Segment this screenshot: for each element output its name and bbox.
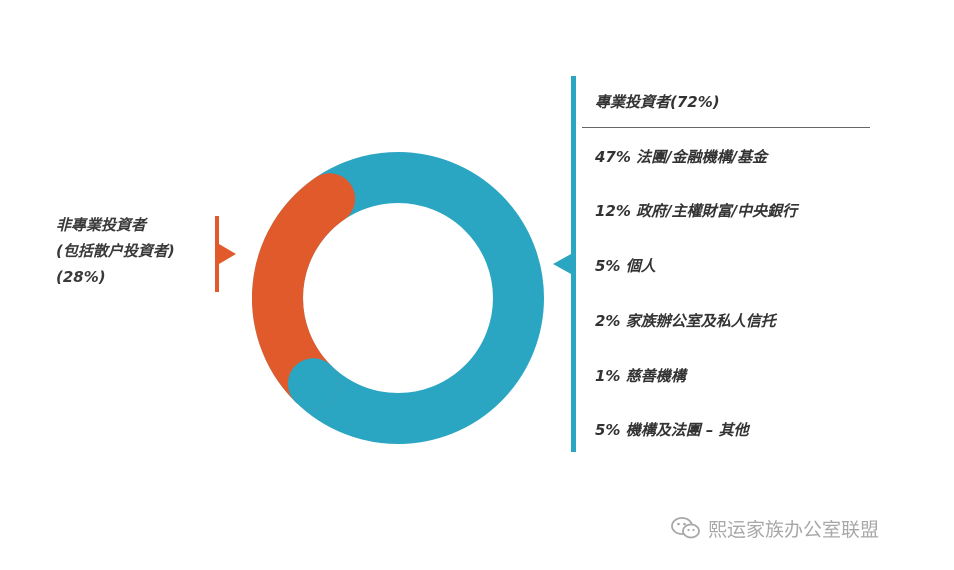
non-professional-line-2: (包括散户投資者) xyxy=(56,242,175,260)
breakdown-item: 47% 法團/金融機構/基金 xyxy=(595,148,768,166)
non-professional-line-1: 非專業投資者 xyxy=(56,216,147,234)
wechat-icon xyxy=(671,517,700,539)
professional-header: 專業投資者(72%) xyxy=(595,93,720,111)
watermark: 熙运家族办公室联盟 xyxy=(670,512,879,544)
donut-slice-professional-cap xyxy=(287,358,339,410)
left-pointer-triangle xyxy=(219,244,236,264)
donut-slice-non-professional xyxy=(252,173,356,410)
breakdown-item: 1% 慈善機構 xyxy=(595,367,686,385)
professional-divider xyxy=(582,127,870,128)
non-professional-line-3: (28%) xyxy=(56,268,106,286)
breakdown-item: 12% 政府/主權財富/中央銀行 xyxy=(595,202,798,220)
right-pointer-triangle xyxy=(553,254,571,274)
right-bracket-bar xyxy=(571,76,576,452)
watermark-text: 熙运家族办公室联盟 xyxy=(708,518,880,541)
breakdown-item: 5% 個人 xyxy=(595,257,656,275)
donut-chart xyxy=(252,152,544,444)
non-professional-label: 非專業投資者 (包括散户投資者) (28%) xyxy=(56,212,226,290)
breakdown-item: 5% 機構及法團 – 其他 xyxy=(595,421,749,439)
breakdown-item: 2% 家族辦公室及私人信托 xyxy=(595,312,776,330)
left-bracket-bar xyxy=(215,216,219,292)
